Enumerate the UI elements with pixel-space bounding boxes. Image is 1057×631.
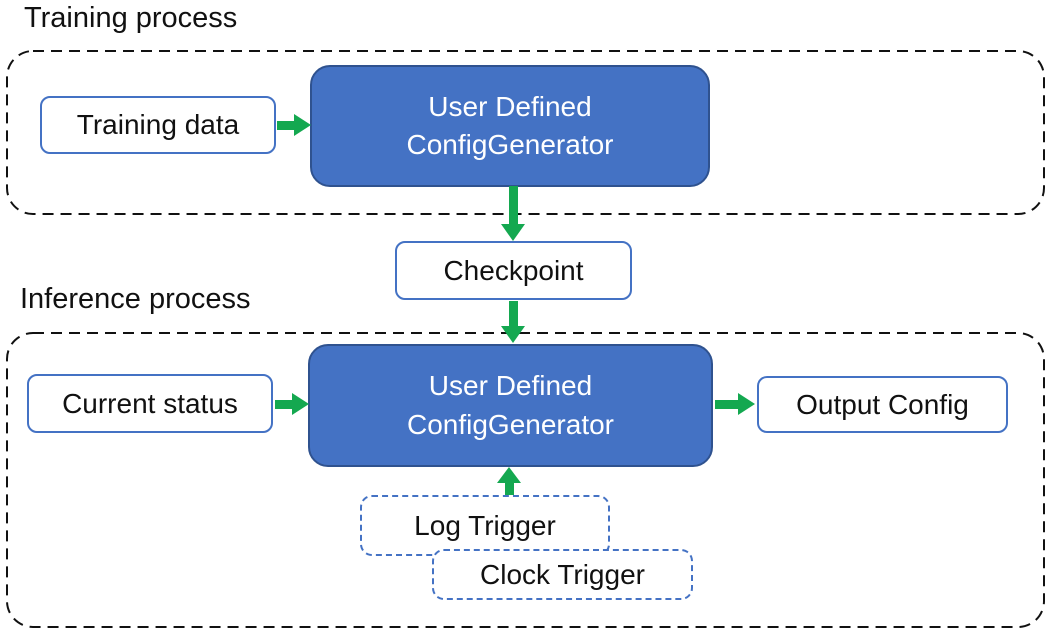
arrow-head-down-icon (501, 326, 525, 343)
inference-process-container (6, 332, 1045, 628)
arrow-shaft (275, 400, 294, 409)
arrow-head-right-icon (738, 393, 755, 415)
checkpoint-node: Checkpoint (395, 241, 632, 300)
current-status-label: Current status (62, 387, 238, 419)
arrow-head-down-icon (501, 224, 525, 241)
log-trigger-node: Log Trigger (360, 495, 610, 556)
config-generator-inference-line1: User Defined (428, 370, 593, 402)
arrow-shaft (509, 301, 518, 327)
current-status-node: Current status (27, 374, 273, 433)
clock-trigger-label: Clock Trigger (480, 558, 645, 590)
config-generator-training-node: User Defined ConfigGenerator (310, 65, 710, 187)
output-config-label: Output Config (796, 388, 969, 420)
arrow-shaft (715, 400, 740, 409)
log-trigger-label: Log Trigger (414, 509, 556, 541)
config-generator-inference-node: User Defined ConfigGenerator (308, 344, 713, 467)
arrow-head-right-icon (294, 114, 311, 136)
output-config-node: Output Config (757, 376, 1008, 433)
config-generator-training-line2: ConfigGenerator (406, 129, 614, 160)
training-process-title: Training process (24, 2, 238, 34)
arrow-shaft (509, 186, 518, 225)
arrow-shaft (505, 482, 514, 496)
arrow-head-up-icon (497, 467, 521, 483)
checkpoint-label: Checkpoint (443, 254, 584, 286)
training-data-label: Training data (76, 109, 240, 140)
training-data-node: Training data (40, 96, 276, 154)
config-generator-training-line1: User Defined (428, 90, 592, 122)
inference-process-title: Inference process (20, 283, 251, 315)
clock-trigger-node: Clock Trigger (432, 549, 693, 600)
training-process-container (6, 50, 1045, 215)
arrow-shaft (277, 121, 296, 130)
arrow-head-right-icon (292, 393, 309, 415)
config-generator-inference-line2: ConfigGenerator (406, 408, 614, 440)
